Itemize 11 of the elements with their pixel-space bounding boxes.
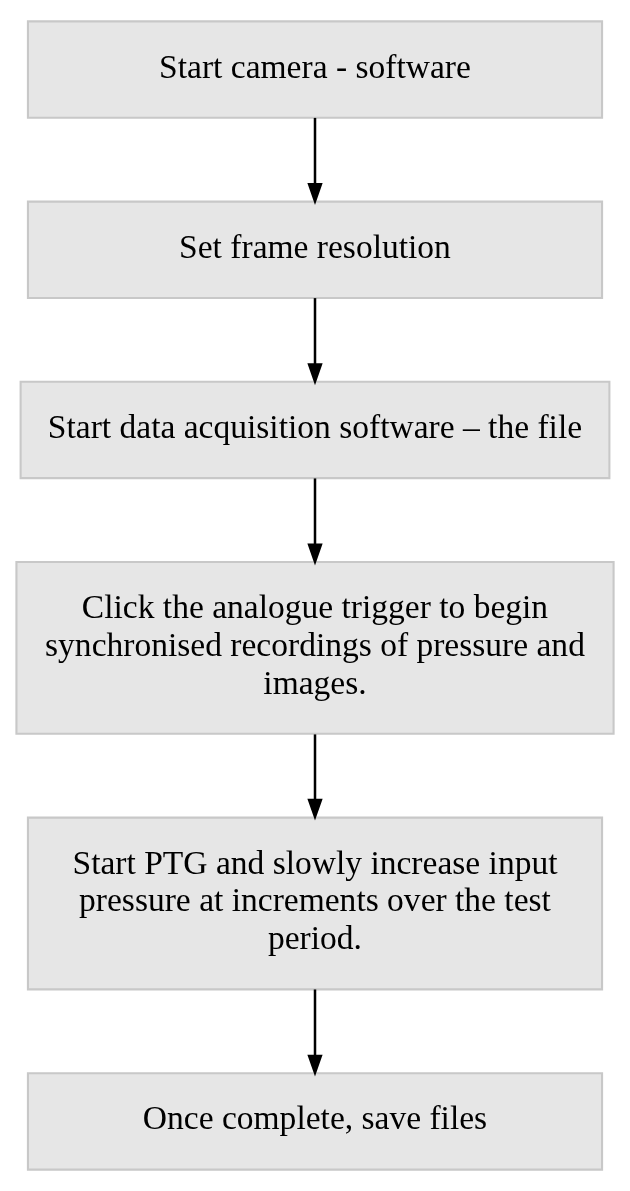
arrow: [307, 298, 323, 386]
arrow: [307, 478, 323, 566]
arrow: [307, 734, 323, 821]
node-box: Start data acquisition software – the file: [19, 380, 611, 480]
node-box: Click the analogue trigger to begin synchronised recordings of pressure and images.: [15, 560, 615, 735]
node-box: Start camera - software: [26, 20, 604, 119]
node-box: Set frame resolution: [26, 200, 604, 299]
node-box: Start PTG and slowly increase input pressure at increments over the test period.: [26, 816, 604, 991]
arrow: [307, 117, 323, 205]
node-box: Once complete, save files: [26, 1072, 604, 1171]
arrow: [307, 989, 323, 1077]
